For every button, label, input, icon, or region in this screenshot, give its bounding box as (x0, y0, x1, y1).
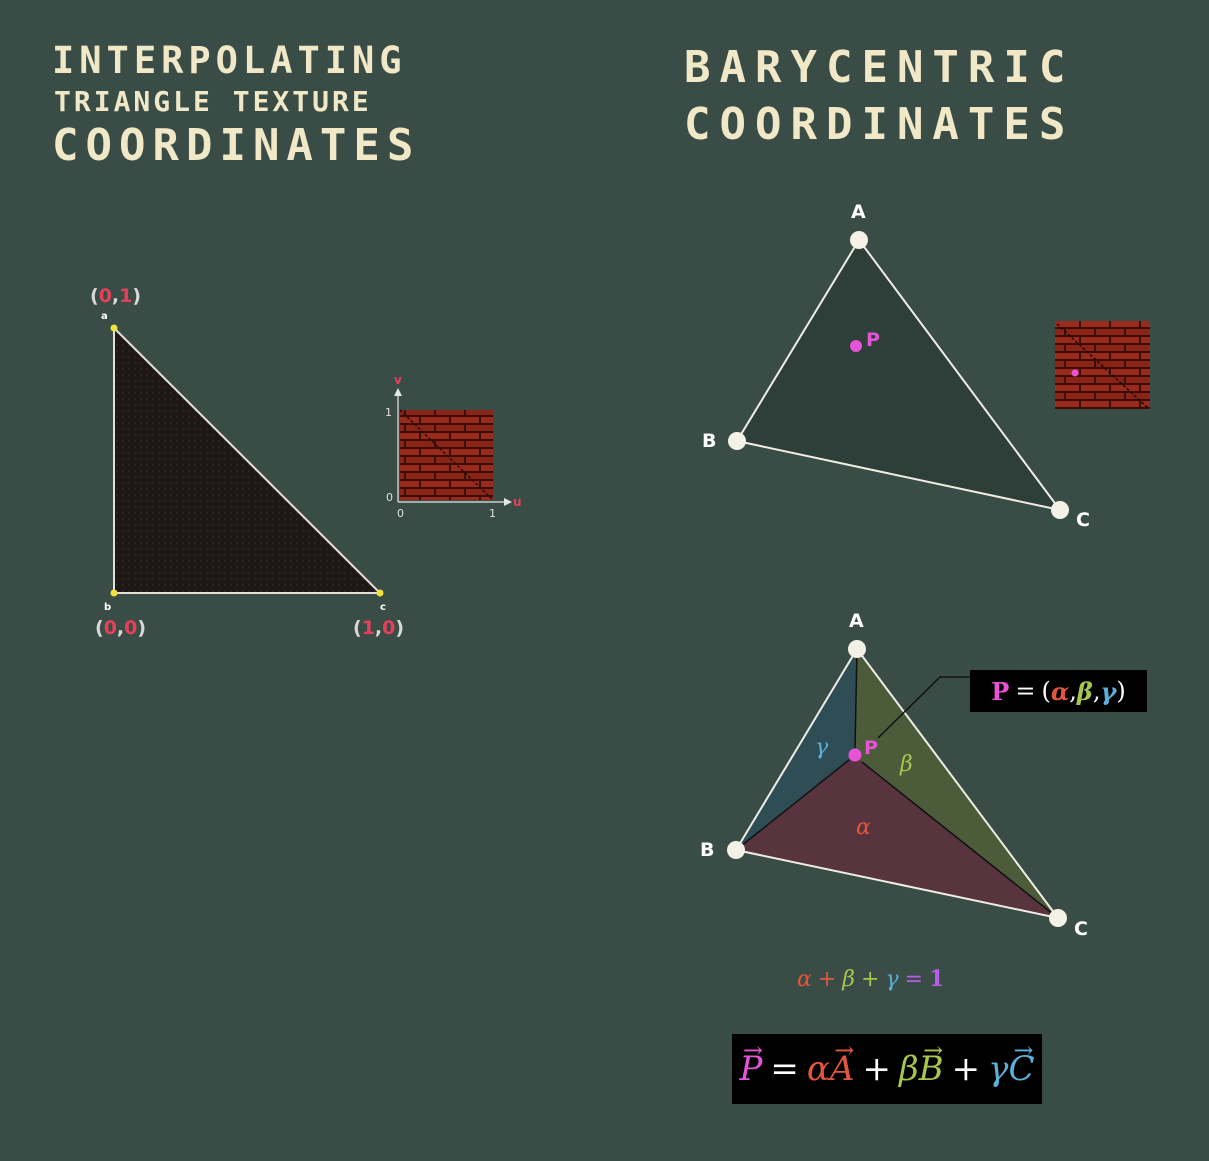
cevian-c (861, 761, 1059, 919)
uv-texture-diagonal (399, 409, 494, 501)
bary-top-vertex-b-label: B (702, 430, 717, 452)
region-alpha (736, 756, 1058, 918)
vec-equals: = (770, 1049, 799, 1089)
bary-top-point-dot (850, 340, 862, 352)
gamma-region-label: γ (815, 735, 829, 760)
sum-one: 1 (929, 966, 945, 992)
sum-beta: β (842, 967, 856, 992)
bary-bottom-vertex-c-label: C (1074, 918, 1088, 940)
right-title-line1: BARYCENTRIC (684, 42, 1075, 93)
vec-gamma: γ (988, 1049, 1009, 1089)
bary-top-point-label: P (866, 329, 880, 351)
uv-vertex-b-dot (110, 589, 118, 597)
left-title-line1: INTERPOLATING (52, 39, 407, 82)
vec-plus-2: + (951, 1049, 981, 1089)
bary-texture-point-dot (1071, 369, 1079, 377)
u-axis-label: u (513, 495, 522, 509)
v-tick-1: 1 (385, 406, 392, 419)
uv-vertex-b-coord: (0,0) (95, 617, 147, 639)
uv-vertex-a-name: a (101, 311, 108, 322)
uv-vertex-c-name: c (380, 602, 386, 613)
beta-region-label: β (900, 752, 913, 777)
eq-comma-2: , (1092, 677, 1101, 705)
uv-vertex-c-coord: (1,0) (353, 617, 405, 639)
bary-top-vertex-a-label: A (851, 201, 866, 223)
bary-bottom-vertex-b-dot (727, 841, 745, 859)
vec-b: B (919, 1049, 944, 1089)
bary-top-vertex-c-label: C (1076, 509, 1090, 531)
bary-bottom-point-dot (848, 748, 862, 762)
left-title-line2: TRIANGLE TEXTURE (54, 85, 372, 118)
leader-line (877, 676, 970, 739)
right-title-line2: COORDINATES (684, 99, 1075, 150)
eq-equals: = (1015, 677, 1036, 705)
eq-p: P (991, 676, 1010, 706)
vec-alpha: α (806, 1049, 830, 1089)
bary-bottom-vertex-c-dot (1049, 909, 1067, 927)
vec-plus-1: + (862, 1049, 891, 1089)
eq-comma-1: , (1069, 677, 1077, 705)
point-equation-box: P = ( α , β , γ ) (970, 670, 1147, 712)
bary-bottom-vertex-b-label: B (700, 839, 715, 861)
sum-equation: α+β+γ=1 (794, 966, 947, 992)
sum-plus-2: + (861, 967, 880, 992)
v-tick-0: 0 (386, 491, 393, 504)
sum-plus-1: + (817, 967, 837, 992)
bary-bottom-point-label: P (864, 737, 878, 759)
vec-c: C (1008, 1049, 1034, 1089)
uv-vertex-a-dot (110, 324, 118, 332)
sum-equals: = (904, 967, 924, 992)
vec-a: A (830, 1049, 855, 1089)
bary-top-vertex-a-dot (850, 231, 868, 249)
eq-alpha: α (1050, 676, 1070, 706)
bary-top-vertex-b-dot (728, 432, 746, 450)
bary-bottom-vertex-a-dot (848, 640, 866, 658)
bary-top-triangle (735, 238, 1063, 512)
cevian-a (854, 648, 858, 749)
bary-bottom-vertex-a-label: A (849, 610, 864, 632)
cevian-b (735, 759, 850, 851)
uv-vertex-a-coord: (0,1) (90, 285, 142, 307)
sum-gamma: γ (885, 967, 899, 992)
u-axis-arrow (504, 498, 512, 506)
vec-beta: β (898, 1049, 919, 1089)
sum-alpha: α (797, 967, 812, 992)
eq-beta: β (1076, 676, 1093, 706)
vector-equation-box: P = αA + βB + γC (732, 1034, 1042, 1104)
v-axis-arrow (394, 388, 402, 396)
eq-open-paren: ( (1041, 677, 1051, 705)
bary-texture-diagonal (1056, 323, 1149, 409)
uv-vertex-b-name: b (104, 602, 112, 613)
eq-gamma: γ (1100, 676, 1117, 706)
v-axis-label: v (394, 373, 402, 387)
uv-vertex-c-dot (376, 589, 384, 597)
alpha-region-label: α (856, 815, 871, 840)
left-title-line3: COORDINATES (52, 120, 421, 171)
bary-top-vertex-c-dot (1051, 501, 1069, 519)
bary-bottom-triangle-outline (734, 647, 1061, 920)
u-tick-0: 0 (397, 507, 404, 520)
uv-triangle (113, 325, 383, 594)
eq-close-paren: ) (1116, 677, 1126, 705)
vec-p: P (740, 1049, 763, 1089)
u-tick-1: 1 (489, 507, 496, 520)
